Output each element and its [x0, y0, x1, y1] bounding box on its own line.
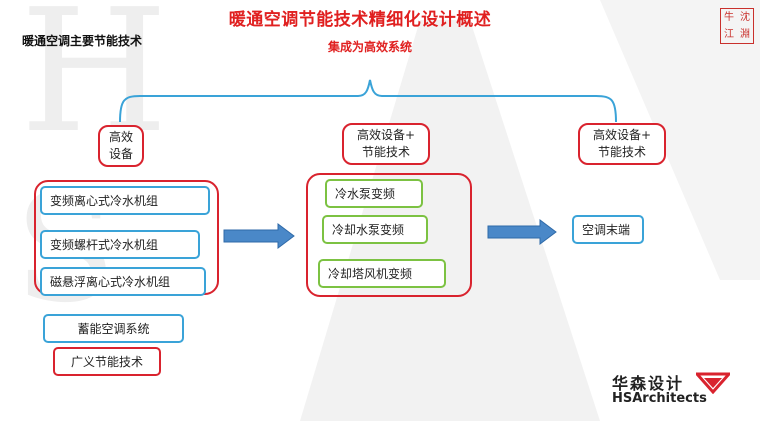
subtitle: 集成为高效系统	[327, 40, 412, 54]
arrow-right-icon	[223, 223, 295, 249]
header-line: 高效	[108, 130, 133, 144]
item-cooling-tower-fan-vfd: 冷却塔风机变频	[318, 259, 446, 288]
item-energy-storage-ac: 蓄能空调系统	[43, 314, 184, 343]
header-right: 高效设备+ 节能技术	[578, 123, 666, 165]
item-general-energy-saving: 广义节能技术	[53, 347, 161, 376]
seal-char: 江	[724, 28, 734, 40]
header-high-efficiency-equipment: 高效 设备	[98, 125, 144, 167]
seal-char: 淵	[740, 28, 750, 40]
arrow-right-icon	[487, 219, 557, 245]
header-middle: 高效设备+ 节能技术	[342, 123, 430, 165]
header-line: 设备	[108, 147, 133, 161]
item-variable-screw-chiller: 变频螺杆式冷水机组	[40, 230, 200, 259]
logo-english: HSArchitects	[612, 391, 707, 406]
seal-char: 牛	[724, 11, 734, 23]
seal-char: 沈	[740, 11, 750, 23]
item-variable-centrifugal-chiller: 变频离心式冷水机组	[40, 186, 210, 215]
item-chilled-water-pump-vfd: 冷水泵变频	[325, 179, 423, 208]
page-title: 暖通空调节能技术精细化设计概述	[228, 10, 492, 30]
pump-group	[306, 173, 472, 297]
item-ac-terminal: 空调末端	[572, 215, 644, 244]
item-cooling-water-pump-vfd: 冷却水泵变频	[322, 215, 428, 244]
logo-mark-icon	[696, 372, 730, 394]
logo-chinese: 华森设计	[612, 374, 685, 393]
header-line: 高效设备+	[356, 128, 416, 142]
header-line: 高效设备+	[592, 128, 652, 142]
header-line: 节能技术	[361, 145, 410, 159]
header-line: 节能技术	[597, 145, 646, 159]
seal-stamp: 牛 沈 江 淵	[720, 8, 754, 44]
item-maglev-centrifugal-chiller: 磁悬浮离心式冷水机组	[40, 267, 206, 296]
section-title: 暖通空调主要节能技术	[22, 34, 143, 48]
